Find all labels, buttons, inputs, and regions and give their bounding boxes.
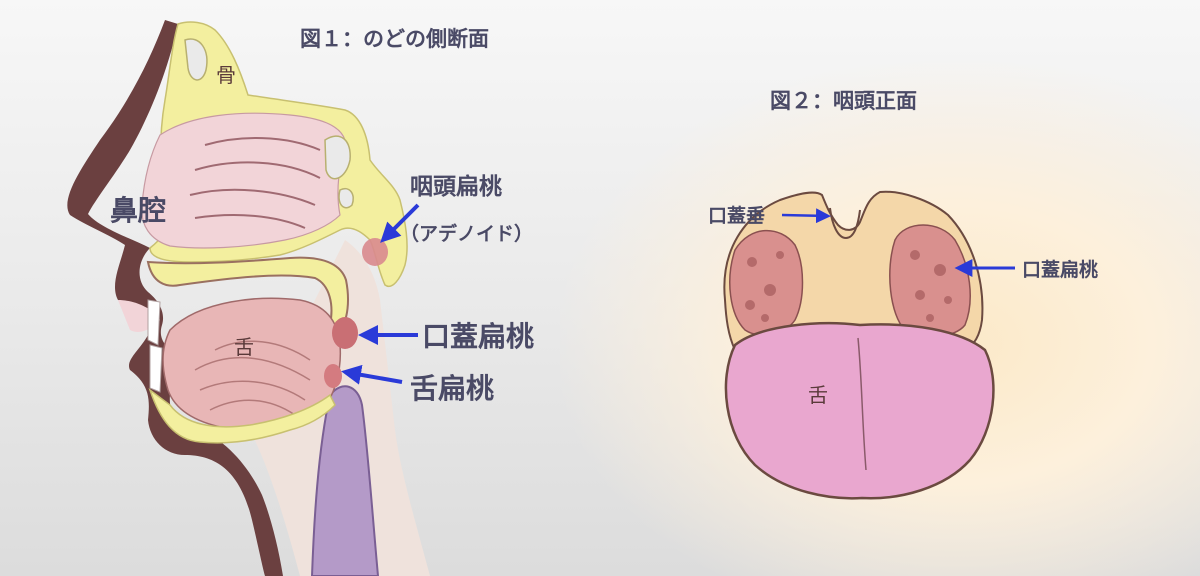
- label-adenoid: 咽頭扁桃: [410, 174, 502, 200]
- upper-teeth: [147, 299, 161, 346]
- jaw-bone: [148, 387, 336, 444]
- arrow-lingual-tonsil: [341, 364, 403, 385]
- lingual-tonsil: [324, 364, 342, 388]
- arrow-adenoid: [380, 203, 420, 243]
- larynx: [310, 385, 380, 576]
- arrow-uvula: [781, 208, 831, 224]
- label-palatine-tonsil: 口蓋扁桃: [422, 320, 534, 353]
- figure1-side-section: 図１：のどの側断面 骨 鼻腔 舌 咽頭扁桃 （アデノイド） 口蓋扁桃 舌扁桃: [67, 20, 534, 576]
- label-tongue-side: 舌: [234, 335, 254, 359]
- label-uvula: 口蓋垂: [708, 204, 765, 227]
- turbinate-lines: [189, 137, 321, 229]
- label-adenoid-paren: （アデノイド）: [400, 222, 533, 245]
- adenoid: [362, 238, 388, 266]
- label-tongue-front: 舌: [808, 383, 828, 407]
- label-nasal-cavity: 鼻腔: [110, 194, 166, 227]
- tongue-front: [724, 321, 995, 500]
- sinus-2: [338, 188, 354, 209]
- palatine-tonsil-right: [889, 224, 971, 338]
- uvula: [829, 207, 861, 240]
- palatine-tonsil-side: [332, 317, 358, 349]
- figure2-front-view: 図２：咽頭正面 口蓋垂 口蓋扁桃 舌: [708, 89, 1098, 500]
- label-lingual-tonsil: 舌扁桃: [410, 372, 494, 405]
- tongue-muscle-lines: [194, 340, 311, 416]
- nasal-cavity-tissue: [141, 112, 346, 249]
- tongue-midline: [857, 337, 867, 471]
- face-outline: [67, 20, 283, 576]
- sinus: [324, 135, 351, 180]
- lower-teeth: [149, 344, 163, 393]
- frontal-bone-slot: [184, 38, 208, 81]
- label-palatine-tonsil-front: 口蓋扁桃: [1022, 258, 1098, 281]
- label-bone: 骨: [216, 63, 236, 87]
- figure1-title: 図１：のどの側断面: [300, 27, 489, 51]
- figure2-title: 図２：咽頭正面: [770, 89, 917, 113]
- tonsil-crypts: [745, 250, 952, 322]
